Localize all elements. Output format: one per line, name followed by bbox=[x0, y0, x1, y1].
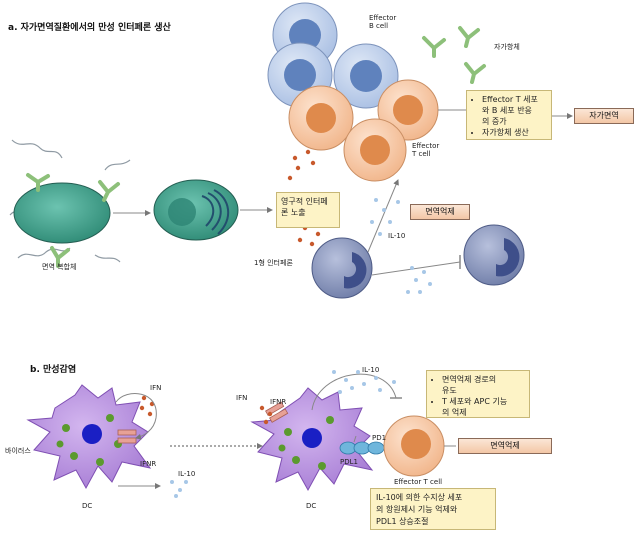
infection-effect-item: 면역억제 경로의 유도 bbox=[442, 374, 524, 396]
il10-dots-a bbox=[370, 198, 432, 294]
autoimmunity-box: 자가면역 bbox=[574, 108, 634, 124]
dc-label-right: DC bbox=[306, 502, 317, 510]
infection-effects-box: 면역억제 경로의 유도 T 세포와 APC 기능 의 억제 bbox=[426, 370, 530, 418]
persistent-exposure-box: 영구적 인터페 론 노출 bbox=[276, 192, 340, 228]
effector-b-cells bbox=[267, 2, 399, 109]
virus-label: 바이러스 bbox=[5, 447, 31, 455]
il10-dots-left bbox=[170, 480, 188, 498]
autoimmune-effects-box: Effector T 세포 와 B 세포 반응 의 증가 자가항체 생산 bbox=[466, 90, 552, 140]
virus-icon bbox=[278, 416, 334, 470]
ifnr-label-left: IFNR bbox=[140, 460, 157, 468]
section-b-title: b. 만성감염 bbox=[30, 365, 77, 375]
effector-b-cell-label: Effector B cell bbox=[369, 14, 397, 30]
type1-ifn-label: 1형 인터페론 bbox=[254, 259, 293, 267]
autoimmune-effect-item: 자가항체 생산 bbox=[482, 127, 546, 138]
il10-label-right: IL-10 bbox=[362, 366, 380, 374]
immunosuppression-box-a: 면역억제 bbox=[410, 204, 470, 220]
ifnr-receptor-left bbox=[117, 429, 137, 444]
pd1-pdl1-interaction bbox=[339, 441, 385, 455]
autoantibody-label: 자가항체 bbox=[494, 43, 520, 51]
ifn-dots-right bbox=[259, 405, 273, 425]
immunosuppression-box-b: 면역억제 bbox=[458, 438, 552, 454]
il10-label-a: IL-10 bbox=[388, 232, 406, 240]
infection-effect-item: T 세포와 APC 기능 의 억제 bbox=[442, 396, 524, 418]
activated-cell bbox=[153, 179, 239, 241]
immune-complex-cell bbox=[13, 182, 111, 244]
immune-complex-squiggles bbox=[9, 139, 131, 263]
il10-label-left: IL-10 bbox=[178, 470, 196, 478]
il10-dots-right bbox=[332, 370, 396, 394]
effector-t-cells bbox=[288, 79, 439, 182]
ifn-label-right: IFN bbox=[236, 394, 248, 402]
dc-label-left: DC bbox=[82, 502, 93, 510]
autoimmune-effect-item: Effector T 세포 와 B 세포 반응 의 증가 bbox=[482, 94, 546, 127]
ifn-dots-left bbox=[139, 395, 155, 417]
effector-t-cell-label: Effector T cell bbox=[412, 142, 440, 158]
ifnr-label-right: IFNR bbox=[270, 398, 287, 406]
pdl1-label: PDL1 bbox=[340, 458, 358, 466]
dc-nucleus-left bbox=[82, 424, 102, 444]
dc-nucleus-right bbox=[302, 428, 322, 448]
antibody-icon bbox=[26, 173, 120, 268]
immune-complex-label: 면역 복합체 bbox=[42, 263, 77, 271]
ifn-label-left: IFN bbox=[150, 384, 162, 392]
section-a-title: a. 자가면역질환에서의 만성 인터페론 생산 bbox=[8, 23, 171, 33]
il10-effect-box: IL-10에 의한 수지상 세포 의 항원제시 기능 억제와 PDL1 상승조절 bbox=[370, 488, 496, 530]
effector-t-cell-label-b: Effector T cell bbox=[394, 478, 443, 486]
autoantibody-icon bbox=[422, 26, 486, 84]
pd1-label: PD1 bbox=[372, 434, 387, 442]
